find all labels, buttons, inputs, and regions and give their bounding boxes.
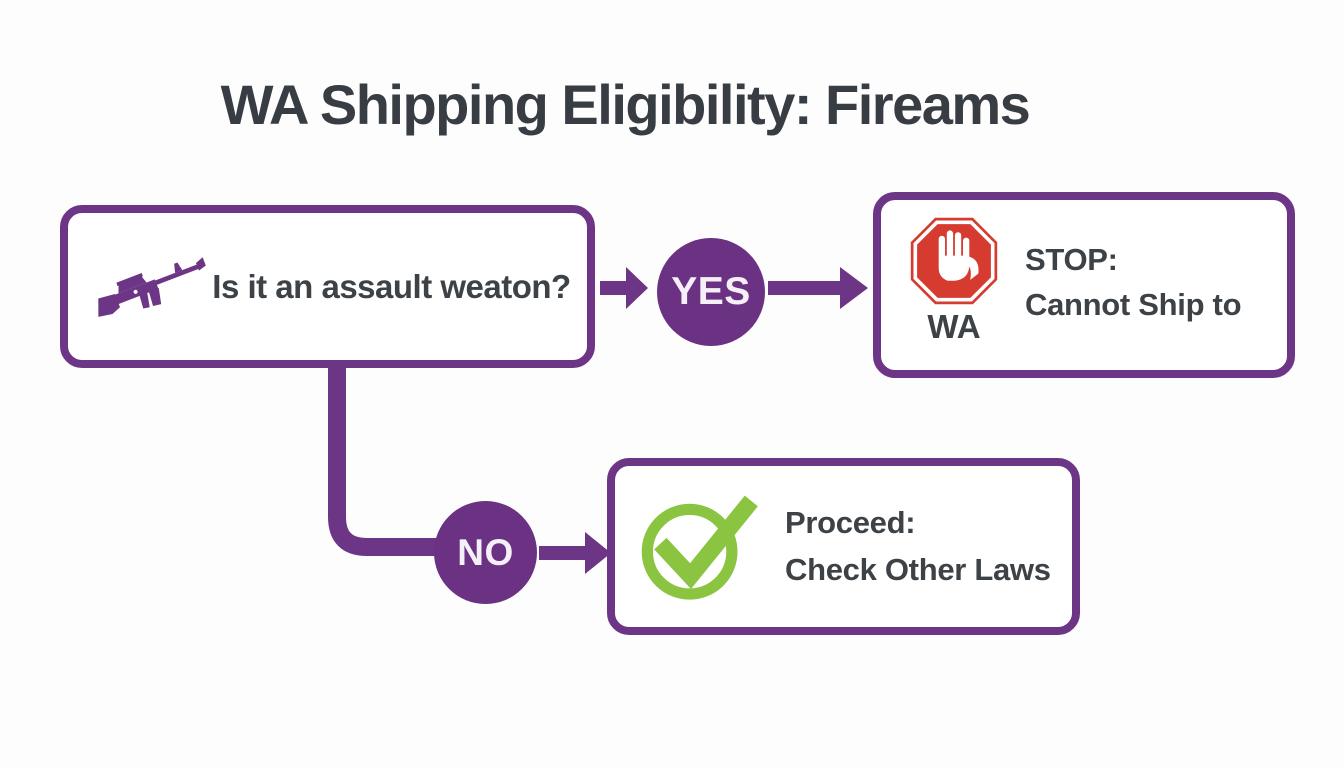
stop-box: WA STOP: Cannot Ship to [873,192,1295,378]
proceed-text: Proceed: Check Other Laws [785,500,1051,593]
stop-caption: WA [927,308,981,345]
proceed-line1: Proceed: [785,505,916,540]
check-circle-icon [641,495,758,600]
decision-box: Is it an assault weaton? [60,205,595,368]
stop-line2: Cannot Ship to [1025,286,1242,322]
stop-icon-column: WA [909,216,999,346]
proceed-box: Proceed: Check Other Laws [607,458,1080,635]
decision-question: Is it an assault weaton? [212,267,571,305]
rifle-icon [98,256,206,317]
no-node-label: NO [457,531,514,573]
no-node: NO [434,501,537,604]
stop-line1: STOP: [1025,242,1118,277]
yes-node: YES [657,238,765,346]
proceed-line2: Check Other Laws [785,551,1051,587]
arrow-decision-to-yes [600,267,648,309]
yes-node-label: YES [671,270,751,313]
arrow-yes-to-stop [768,267,868,309]
page-title: WA Shipping Eligibility: Fireams [220,73,1031,136]
stop-hand-icon [910,217,998,305]
arrow-no-to-proceed [539,532,611,574]
no-connector-line [328,366,442,556]
stop-text: STOP: Cannot Ship to [1025,238,1242,328]
